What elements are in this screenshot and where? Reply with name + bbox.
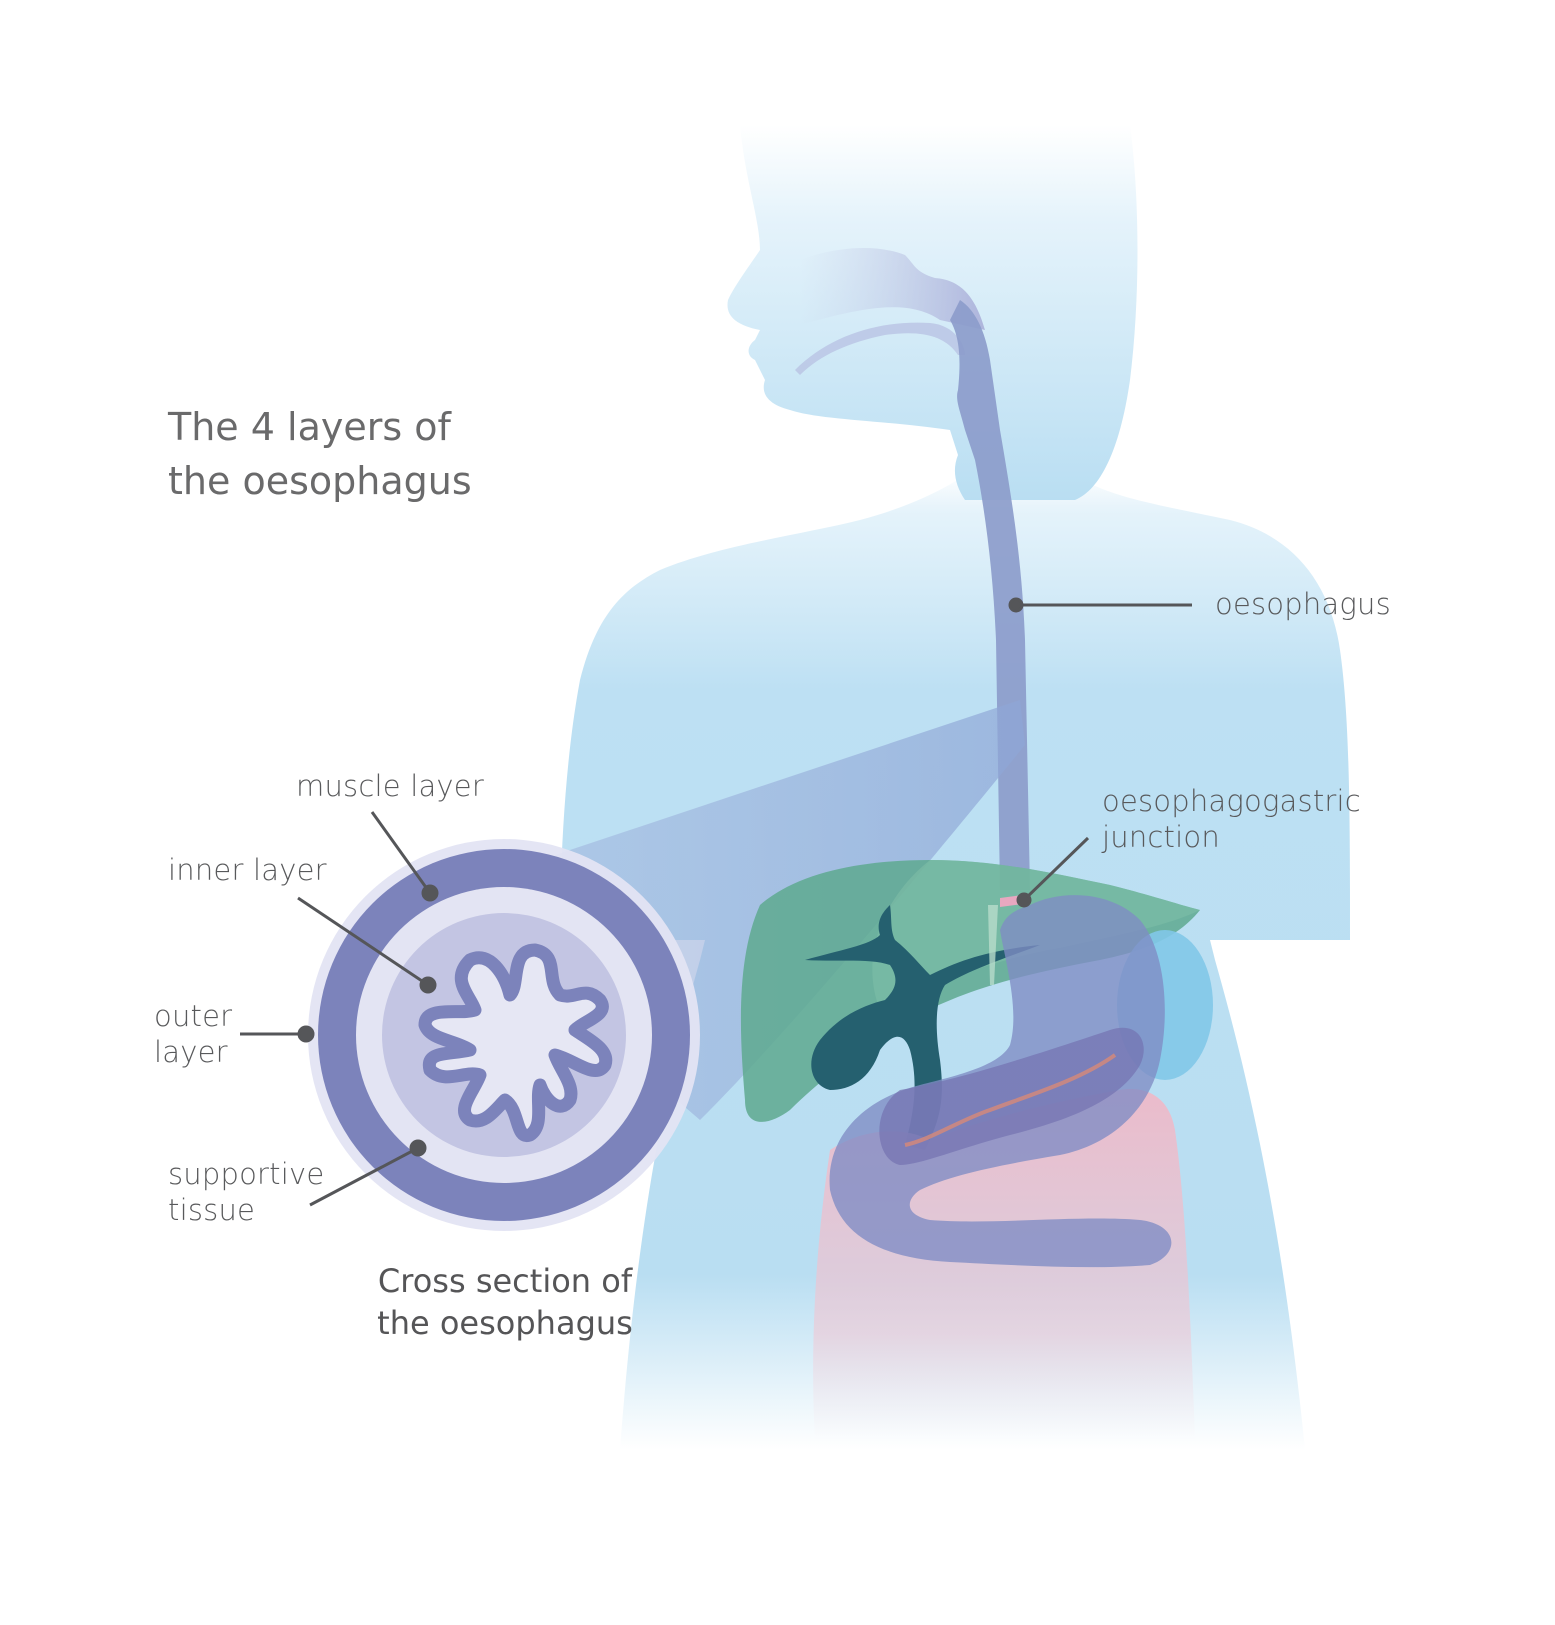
supportive-dot xyxy=(409,1139,427,1157)
cross-section xyxy=(308,839,700,1231)
title-line-1: The 4 layers of xyxy=(168,405,451,449)
muscle-leader xyxy=(370,811,432,894)
label-oesophagogastric-junction: oesophagogastric junction xyxy=(1102,783,1361,855)
title-line-2: the oesophagus xyxy=(168,459,472,503)
nasal-cavity xyxy=(800,248,985,330)
diagram-title: The 4 layers of the oesophagus xyxy=(168,400,472,508)
junction-leader xyxy=(1022,836,1090,902)
label-inner-layer: inner layer xyxy=(168,853,327,887)
lumen-folds xyxy=(418,943,613,1142)
pancreatic-duct xyxy=(904,1053,1117,1147)
leader-lines xyxy=(240,597,1192,1207)
label-supportive-line-2: tissue xyxy=(168,1193,256,1227)
label-supportive-line-1: supportive xyxy=(168,1157,325,1191)
supportive-leader xyxy=(309,1146,419,1207)
oesophagus-dot xyxy=(1008,597,1024,613)
outer-dot xyxy=(297,1025,315,1043)
label-supportive-tissue: supportive tissue xyxy=(168,1156,324,1228)
bile-duct xyxy=(805,905,1040,1150)
caption-line-2: the oesophagus xyxy=(377,1304,633,1342)
inner-leader xyxy=(297,896,429,987)
inner-dot xyxy=(419,976,437,994)
cross-section-caption: Cross section of the oesophagus xyxy=(360,1260,650,1344)
falciform-ligament xyxy=(988,905,998,985)
junction-dot xyxy=(1016,892,1032,908)
upper-airway xyxy=(795,248,985,375)
soft-palate xyxy=(795,322,965,375)
label-outer-line-2: layer xyxy=(154,1035,228,1069)
label-muscle-layer: muscle layer xyxy=(296,769,484,803)
muscle-dot xyxy=(421,884,439,902)
label-junction-line-1: oesophagogastric xyxy=(1102,784,1361,818)
label-outer-line-1: outer xyxy=(154,999,233,1033)
caption-line-1: Cross section of xyxy=(377,1262,633,1300)
label-junction-line-2: junction xyxy=(1102,820,1220,854)
label-outer-layer: outer layer xyxy=(154,998,232,1070)
label-oesophagus: oesophagus xyxy=(1215,587,1391,621)
